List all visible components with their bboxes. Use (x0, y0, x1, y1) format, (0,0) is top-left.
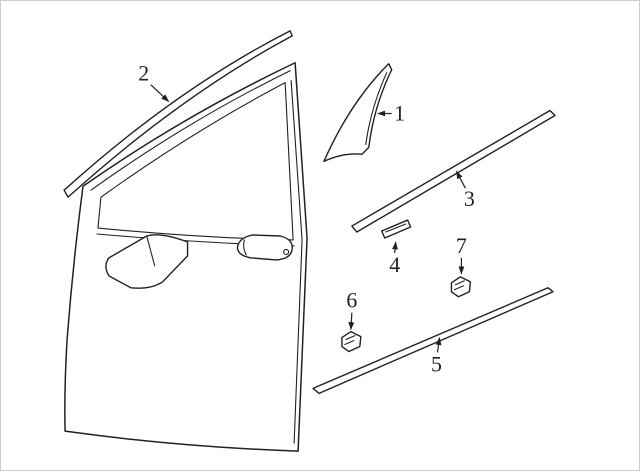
callout-7: 7 (456, 233, 467, 275)
part-5-body-side-molding-strip (312, 287, 554, 395)
side-mirror (105, 234, 189, 289)
part-7-retainer-clip (450, 276, 472, 298)
callout-4-label[interactable]: 4 (389, 252, 400, 277)
callout-3-label[interactable]: 3 (464, 186, 475, 211)
callout-7-label[interactable]: 7 (456, 233, 467, 258)
door-rear-inner-line (290, 80, 303, 444)
callout-5-arrow (435, 337, 442, 353)
callout-4: 4 (389, 241, 400, 277)
callout-3: 3 (455, 170, 475, 211)
callout-5: 5 (431, 337, 442, 376)
callout-2-label[interactable]: 2 (138, 61, 149, 86)
part-1-applique-inner-line (365, 72, 388, 145)
callout-6-label[interactable]: 6 (346, 288, 357, 313)
part-6-clip-inner-lines (344, 335, 356, 346)
side-mirror-detail-line (146, 235, 156, 267)
callout-2-arrow (150, 84, 170, 103)
callout-1: 1 (377, 100, 405, 125)
front-door-line-art (64, 61, 308, 452)
part-1-applique-body (323, 63, 393, 163)
part-7-clip-inner-lines (453, 280, 465, 291)
callout-6-arrow (348, 312, 355, 331)
callout-2: 2 (138, 61, 170, 103)
part-4-pad-body (381, 219, 412, 239)
door-outline (64, 61, 308, 452)
callout-5-label[interactable]: 5 (431, 351, 442, 376)
part-1-pillar-applique (323, 63, 393, 163)
door-handle-detail-line (243, 239, 247, 256)
window-opening (97, 82, 294, 241)
callout-1-label[interactable]: 1 (394, 100, 405, 125)
part-3-belt-molding-strip (351, 109, 556, 233)
part-4-pad-inner-line (385, 223, 407, 233)
callout-4-arrow (392, 241, 398, 253)
callout-6: 6 (346, 288, 357, 331)
part-6-retainer-clip (341, 330, 362, 353)
door-handle (236, 234, 293, 261)
callout-3-arrow (455, 170, 466, 189)
door-handle-keyhole (283, 248, 290, 255)
part-2-pillar-molding-strip (63, 30, 293, 198)
window-frame-inner-line (90, 70, 291, 191)
part-4-molding-pad (381, 219, 412, 239)
